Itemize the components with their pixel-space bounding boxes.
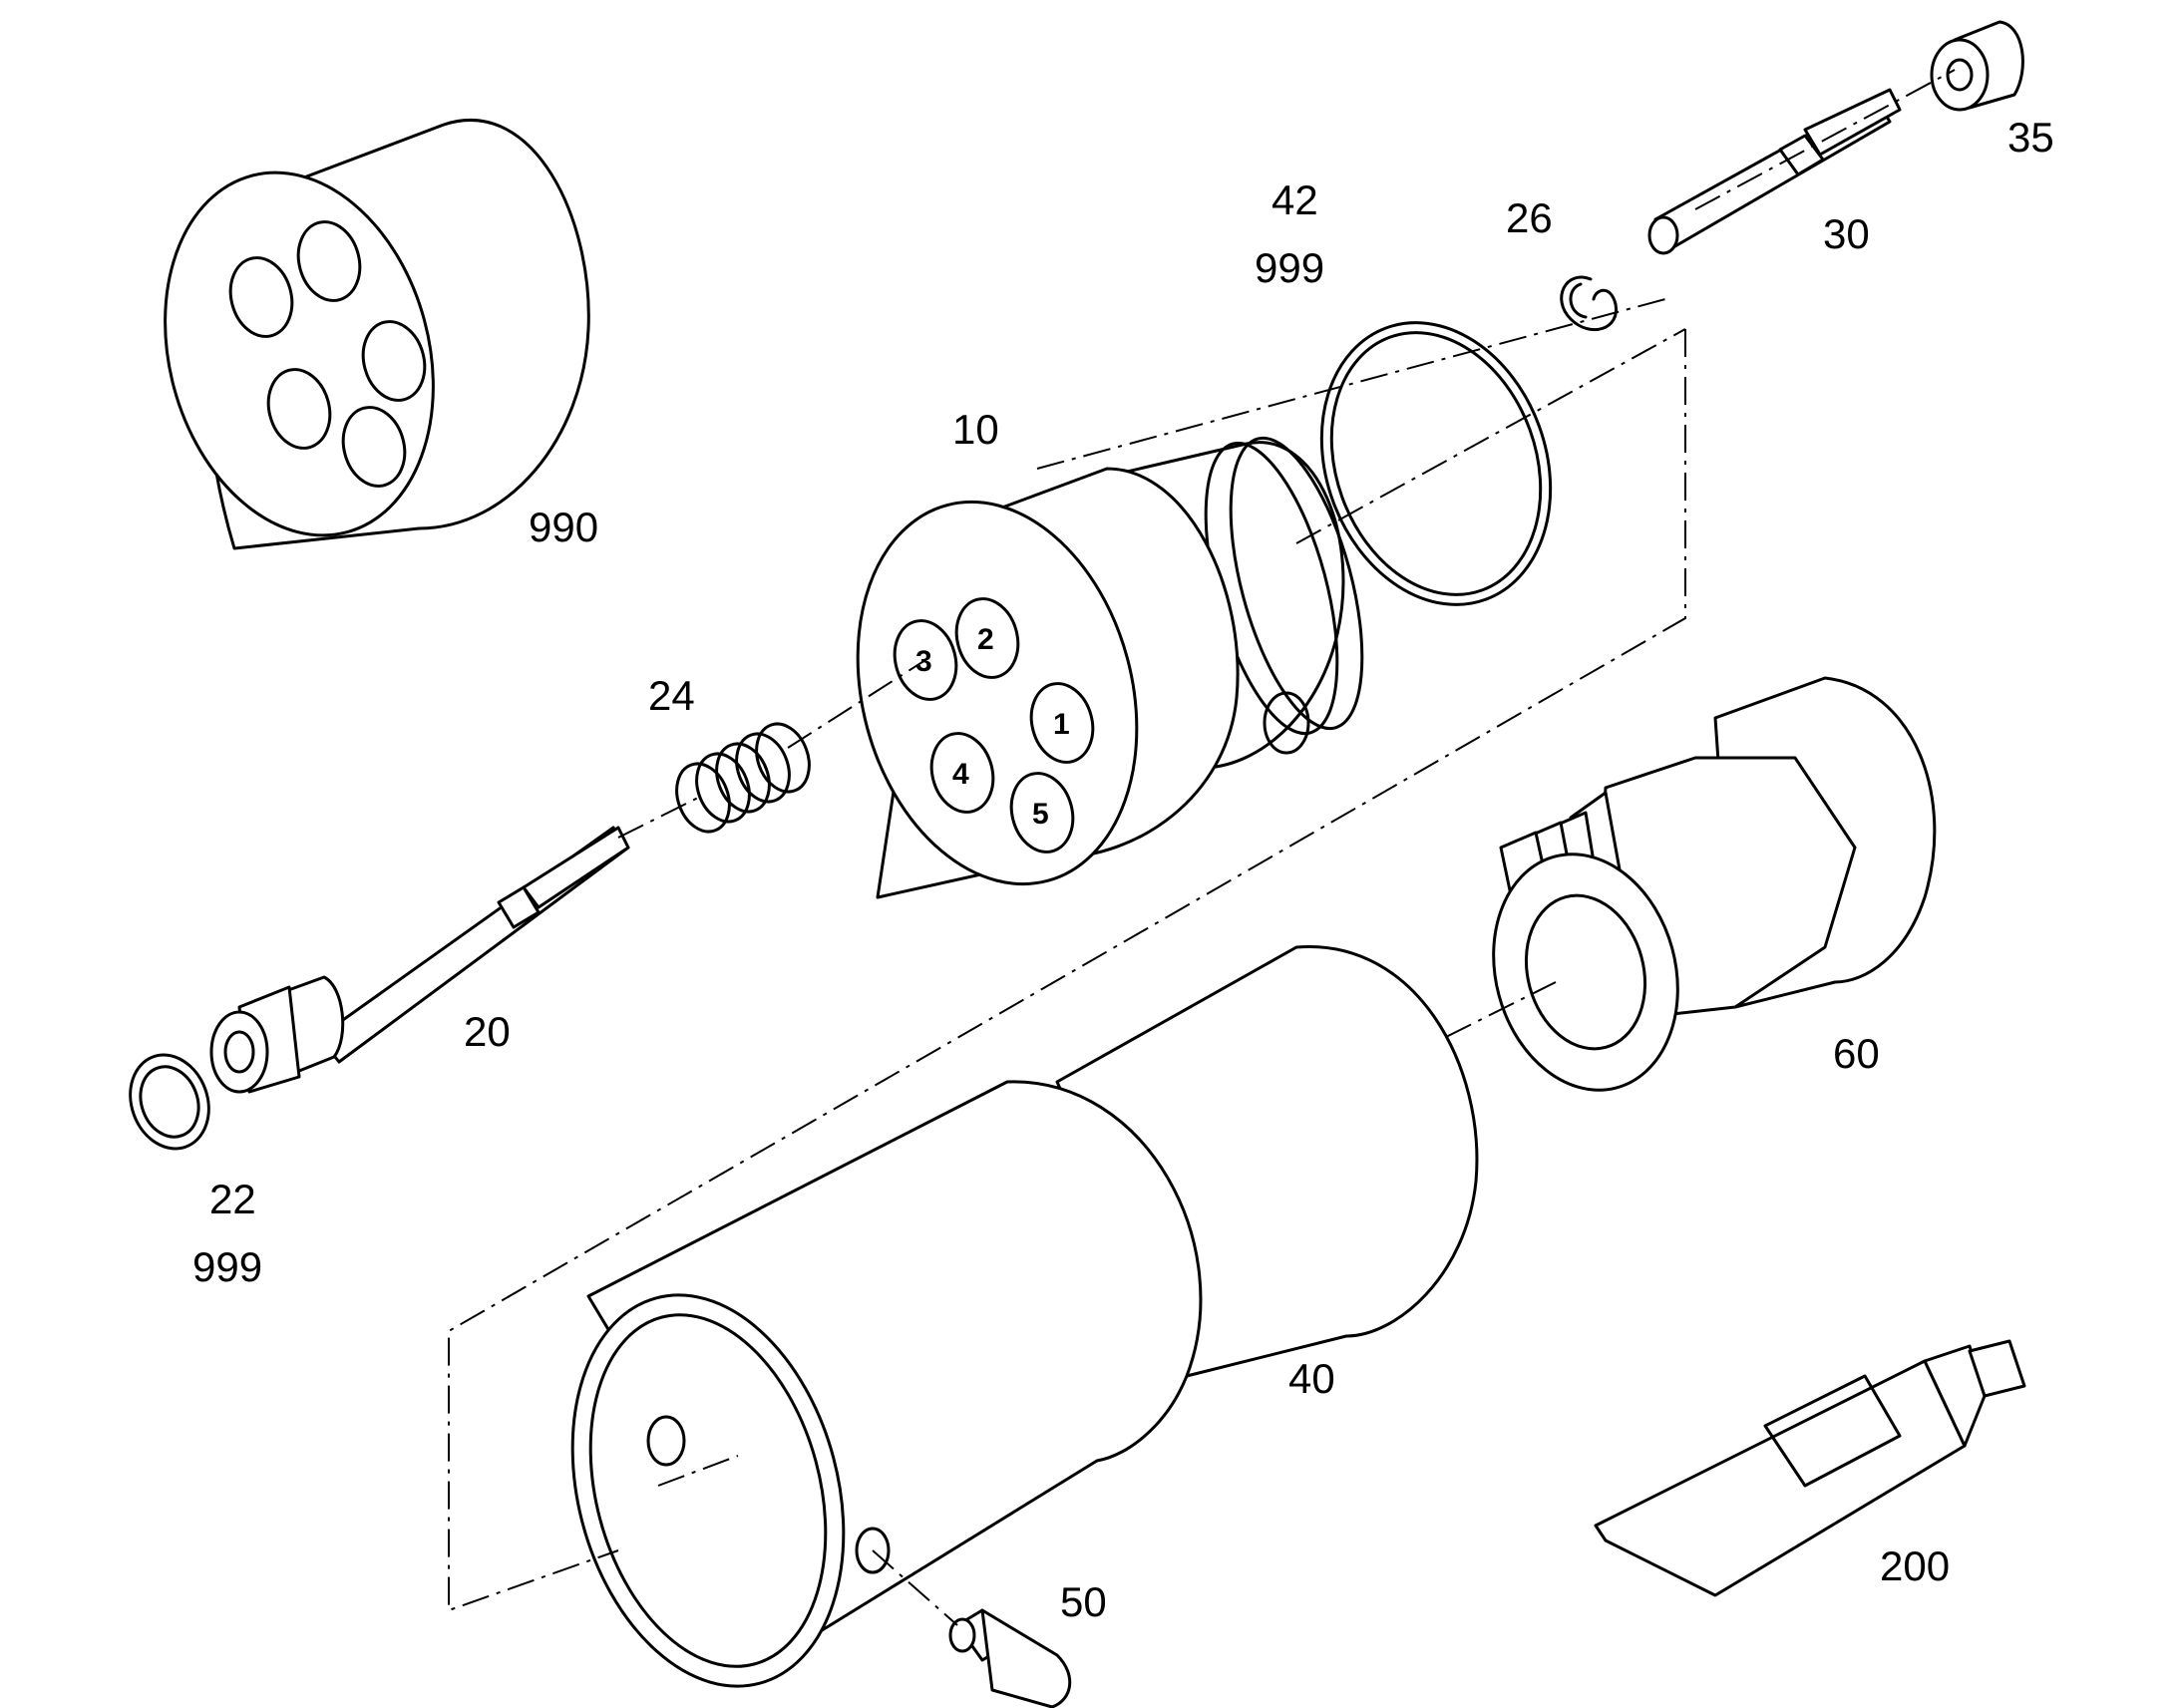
port-4-number: 4 — [952, 758, 969, 791]
callout-35: 35 — [2007, 114, 2054, 161]
callout-26: 26 — [1506, 194, 1553, 241]
callout-40: 40 — [1288, 1355, 1335, 1402]
callout-22-999: 999 — [192, 1243, 263, 1290]
part-200-grease-tube — [1594, 1339, 2026, 1597]
part-10-valve-body: 3 2 1 4 5 — [856, 436, 1364, 899]
part-22-washer — [129, 1053, 210, 1151]
part-60-fitting — [1492, 676, 1937, 1092]
part-990-housing — [164, 118, 590, 550]
part-50-set-screw — [948, 1608, 1072, 1708]
callout-60: 60 — [1833, 1030, 1880, 1077]
callout-990: 990 — [529, 504, 599, 550]
port-5-number: 5 — [1032, 798, 1049, 831]
callout-22: 22 — [209, 1176, 256, 1222]
callout-200: 200 — [1880, 1542, 1951, 1589]
callout-10: 10 — [952, 406, 999, 453]
callout-30: 30 — [1823, 210, 1870, 257]
assembly-lines — [448, 69, 1956, 1626]
callout-24: 24 — [648, 672, 695, 719]
callout-42: 42 — [1272, 176, 1318, 223]
part-24-spring — [675, 722, 811, 834]
part-26-clip — [1560, 275, 1618, 332]
port-5: 5 — [1009, 772, 1075, 854]
part-20-valve-stem — [209, 826, 630, 1094]
callout-20: 20 — [464, 1008, 511, 1055]
port-1-number: 1 — [1053, 708, 1070, 741]
port-4: 4 — [929, 732, 995, 814]
callout-50: 50 — [1060, 1578, 1107, 1625]
port-2: 2 — [954, 597, 1020, 679]
port-2-number: 2 — [977, 623, 994, 656]
callout-42-999: 999 — [1255, 244, 1325, 291]
port-1: 1 — [1029, 682, 1095, 764]
part-40-cylinder — [570, 945, 1479, 1688]
part-35-cap — [1930, 20, 2024, 112]
part-42-o-ring — [1319, 321, 1553, 606]
